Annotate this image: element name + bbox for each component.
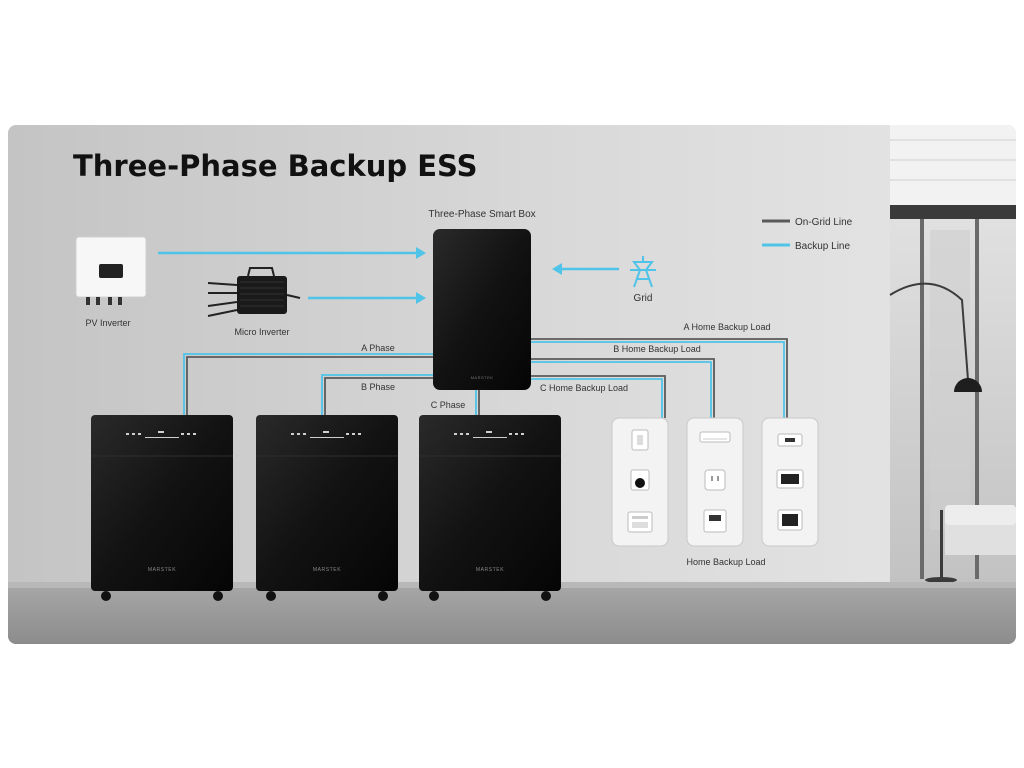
load-c-label: C Home Backup Load <box>540 383 628 393</box>
load-panel-b <box>687 418 743 546</box>
battery-2: MARSTEK <box>256 415 398 601</box>
load-panel-c <box>612 418 668 546</box>
pv-inverter-label: PV Inverter <box>85 318 130 328</box>
home-backup-load-label: Home Backup Load <box>686 557 765 567</box>
legend-on-grid-label: On-Grid Line <box>795 217 853 228</box>
monitor-icon <box>778 510 802 530</box>
battery-2-brand: MARSTEK <box>313 567 341 573</box>
switch-icon <box>632 430 648 450</box>
micro-inverter-label: Micro Inverter <box>234 327 289 337</box>
router-icon <box>778 434 802 446</box>
room-window <box>890 125 1016 644</box>
grid-label: Grid <box>634 293 653 304</box>
load-panel-a <box>762 418 818 546</box>
smart-box: Three-Phase Smart Box MARSTEK <box>428 209 535 390</box>
phase-b-label: B Phase <box>361 382 395 392</box>
tablet-icon <box>777 470 803 488</box>
load-a-label: A Home Backup Load <box>683 322 770 332</box>
appliance-icon <box>704 510 726 532</box>
legend-backup-label: Backup Line <box>795 241 850 252</box>
air-conditioner-icon <box>700 432 730 442</box>
power-socket-icon <box>705 470 725 490</box>
battery-1: MARSTEK <box>91 415 233 601</box>
phase-c-label: C Phase <box>431 400 466 410</box>
battery-1-brand: MARSTEK <box>148 567 176 573</box>
load-b-label: B Home Backup Load <box>613 344 701 354</box>
smart-box-brand: MARSTEK <box>471 375 494 380</box>
battery-3-brand: MARSTEK <box>476 567 504 573</box>
robot-vacuum-icon <box>631 470 649 490</box>
phase-a-label: A Phase <box>361 343 395 353</box>
smart-box-label: Three-Phase Smart Box <box>428 209 535 220</box>
page-title: Three-Phase Backup ESS <box>73 149 478 183</box>
battery-3: MARSTEK <box>419 415 561 601</box>
control-panel-icon <box>628 512 652 532</box>
